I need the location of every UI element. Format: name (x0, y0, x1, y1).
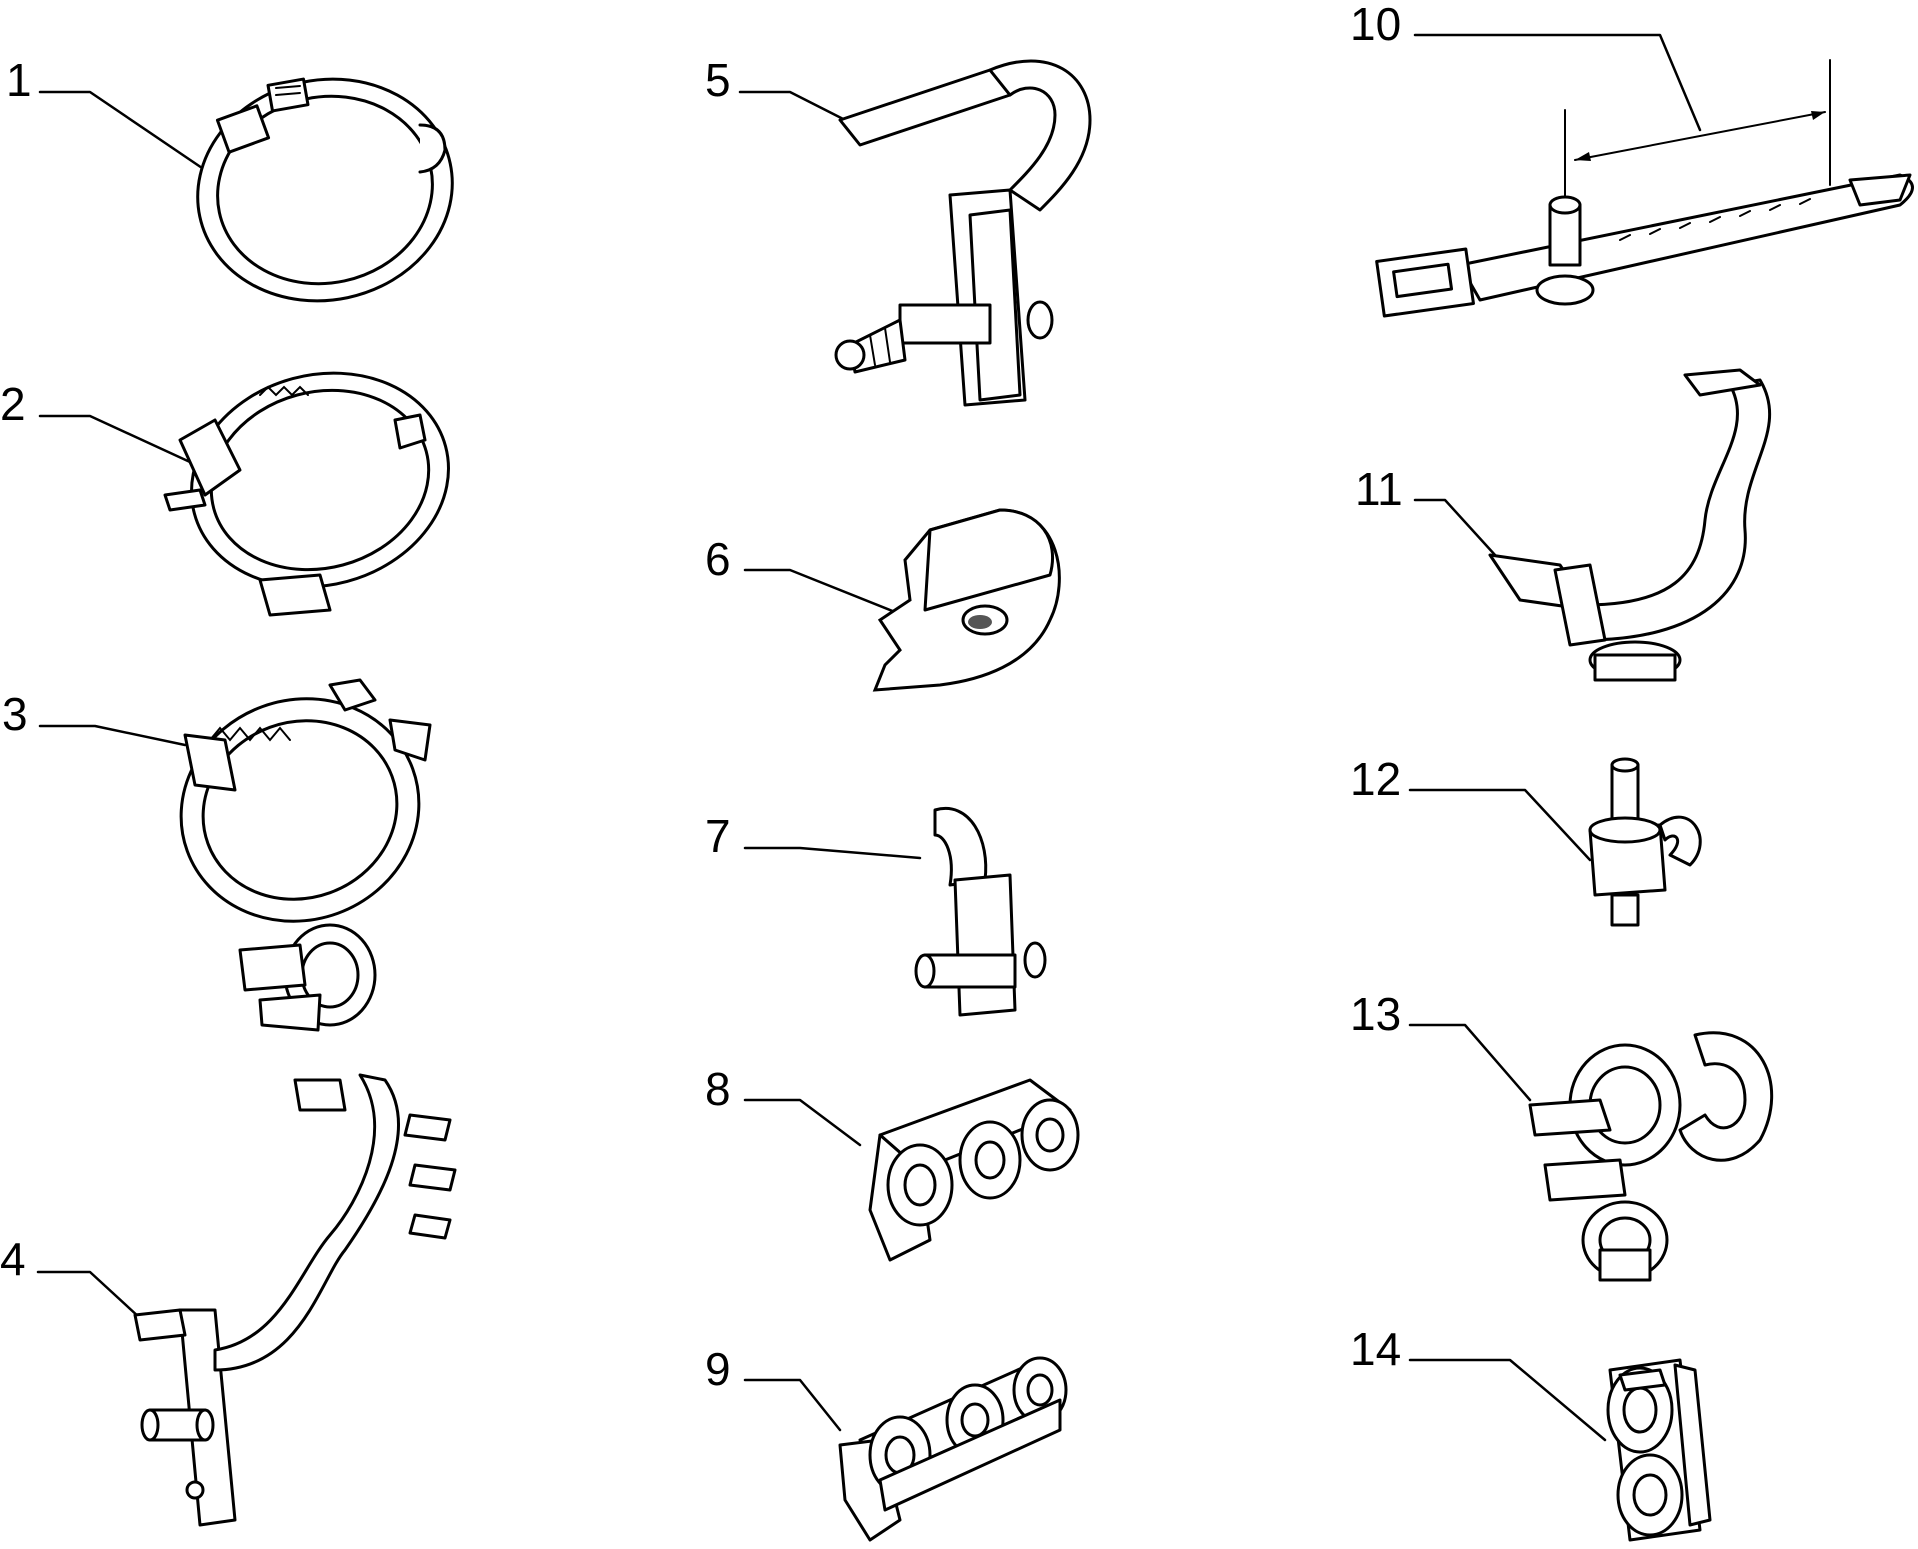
callout-9-number: 9 (705, 1343, 731, 1395)
callout-6-number: 6 (705, 533, 731, 585)
callout-1-number: 1 (6, 54, 32, 106)
callout-12-leader (1408, 788, 1592, 862)
callout-5-leader (738, 90, 857, 127)
callout-3-leader (38, 724, 187, 747)
callout-10-leader (1413, 33, 1702, 132)
part-13-double-clip: 13 (1350, 988, 1774, 1282)
callout-4-number: 4 (0, 1233, 26, 1285)
part-2-ratchet-clamp: 2 (0, 371, 450, 617)
callout-14-number: 14 (1350, 1323, 1401, 1375)
callout-11-leader (1413, 498, 1497, 557)
callout-1-leader (38, 90, 207, 172)
callout-6-leader (743, 568, 897, 614)
callout-11-number: 11 (1355, 463, 1403, 515)
part-3-double-clamp: 3 (2, 678, 432, 1032)
part-6-foam-pad: 6 (705, 508, 1061, 692)
callout-4-leader (36, 1270, 142, 1320)
callout-7-leader (743, 846, 922, 860)
part-10-cable-tie: 10 (1350, 0, 1914, 318)
part-14-stacked-clip: 14 (1350, 1323, 1712, 1542)
callout-13-number: 13 (1350, 988, 1401, 1040)
callout-12-number: 12 (1350, 753, 1401, 805)
part-1-band-clamp: 1 (6, 54, 454, 303)
callout-9-leader (743, 1378, 842, 1432)
part-9-triple-clip-variant: 9 (705, 1343, 1068, 1542)
dimension-arrow (1574, 111, 1826, 161)
part-8-triple-clip: 8 (705, 1063, 1080, 1262)
callout-13-leader (1408, 1023, 1532, 1102)
part-12-pin-clip: 12 (1350, 753, 1702, 927)
callout-8-number: 8 (705, 1063, 731, 1115)
part-4-bracket-clamp: 4 (0, 1073, 457, 1527)
callout-8-leader (743, 1098, 862, 1147)
callout-2-leader (38, 414, 192, 464)
callout-14-leader (1408, 1358, 1607, 1442)
part-5-l-bracket: 5 (705, 54, 1092, 407)
callout-7-number: 7 (705, 810, 731, 862)
part-7-pipe-clip: 7 (705, 807, 1047, 1017)
callout-3-number: 3 (2, 688, 28, 740)
part-11-bracket-clamp: 11 (1355, 368, 1772, 682)
callout-10-number: 10 (1350, 0, 1401, 50)
callout-2-number: 2 (0, 378, 26, 430)
callout-5-number: 5 (705, 54, 731, 106)
